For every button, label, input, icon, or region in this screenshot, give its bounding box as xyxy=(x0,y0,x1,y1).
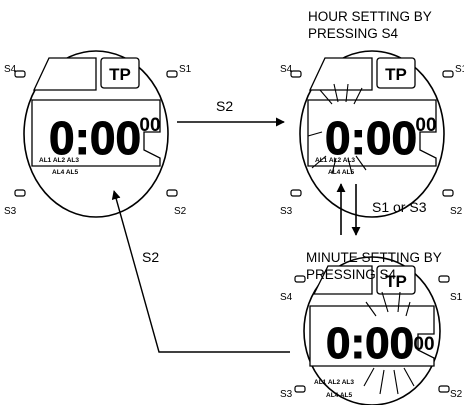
blink-rays-hour xyxy=(307,83,367,175)
indicator-label: TP xyxy=(385,272,407,291)
button-s1-stub[interactable] xyxy=(438,275,450,283)
minute-setting-caption-line2: PRESSING S4 xyxy=(306,267,397,282)
time-digits: 0:00 xyxy=(326,319,414,368)
minute-setting-caption-line1: MINUTE SETTING BY xyxy=(306,250,442,265)
button-s2-stub[interactable] xyxy=(438,385,450,393)
upper-lcd-window xyxy=(312,265,373,295)
alarm-labels-row2: AL4 AL5 xyxy=(326,392,353,399)
watch-hour-setting: TP 0:00 00 AL1 AL2 AL3 AL4 AL5 S4 S1 S3 … xyxy=(280,50,464,218)
label-s2: S2 xyxy=(450,206,463,217)
time-digits: 0:00 xyxy=(49,112,141,164)
hour-setting-caption-line1: HOUR SETTING BY xyxy=(308,9,432,24)
label-s3: S3 xyxy=(4,206,17,217)
label-s1: S1 xyxy=(179,64,192,75)
button-s2-stub[interactable] xyxy=(166,189,178,197)
button-s3-stub[interactable] xyxy=(14,189,26,197)
label-s4: S4 xyxy=(4,64,17,75)
main-lcd-window xyxy=(307,99,437,167)
seconds-digits: 00 xyxy=(139,115,160,136)
alarm-labels-row1: AL1 AL2 AL3 xyxy=(314,379,354,386)
label-s1: S1 xyxy=(450,292,463,303)
arrow-down-label: S1 or S3 xyxy=(372,199,427,215)
label-s1: S1 xyxy=(455,64,464,75)
time-digits: 0:00 xyxy=(325,112,417,164)
main-lcd-window xyxy=(31,99,161,167)
indicator-box xyxy=(376,57,416,89)
hour-setting-caption-line2: PRESSING S4 xyxy=(308,26,399,41)
seconds-digits: 00 xyxy=(415,115,436,136)
seconds-digits: 00 xyxy=(413,334,434,355)
watch-minute-setting: TP 0:00 00 AL1 AL2 AL3 AL4 AL5 S4 S1 S3 … xyxy=(280,256,463,405)
indicator-label: TP xyxy=(109,65,131,84)
alarm-labels-row2: AL4 AL5 xyxy=(328,169,355,176)
label-s3: S3 xyxy=(280,389,293,400)
arrow-return-label: S2 xyxy=(142,249,159,265)
indicator-box xyxy=(100,57,140,89)
upper-lcd-window xyxy=(308,57,373,91)
button-s4-stub[interactable] xyxy=(290,70,302,78)
arrow-right-label: S2 xyxy=(216,98,233,114)
watch-time-display: TP 0:00 00 AL1 AL2 AL3 AL4 AL5 S4 S1 S3 … xyxy=(4,50,192,218)
button-s4-stub[interactable] xyxy=(14,70,26,78)
indicator-label: TP xyxy=(385,65,407,84)
button-s3-stub[interactable] xyxy=(290,189,302,197)
blink-rays-minute xyxy=(363,291,415,395)
button-s3-stub[interactable] xyxy=(294,385,306,393)
upper-lcd-window xyxy=(32,57,97,91)
label-s2: S2 xyxy=(450,389,463,400)
alarm-labels-row1: AL1 AL2 AL3 xyxy=(39,157,79,164)
indicator-box xyxy=(376,265,416,295)
button-s1-stub[interactable] xyxy=(442,70,454,78)
main-lcd-window xyxy=(309,305,435,367)
button-s2-stub[interactable] xyxy=(442,189,454,197)
label-s4: S4 xyxy=(280,64,293,75)
alarm-labels-row2: AL4 AL5 xyxy=(52,169,79,176)
label-s3: S3 xyxy=(280,206,293,217)
label-s4: S4 xyxy=(280,292,293,303)
button-s1-stub[interactable] xyxy=(166,70,178,78)
arrow-return xyxy=(111,190,290,353)
label-s2: S2 xyxy=(174,206,187,217)
button-s4-stub[interactable] xyxy=(294,275,306,283)
